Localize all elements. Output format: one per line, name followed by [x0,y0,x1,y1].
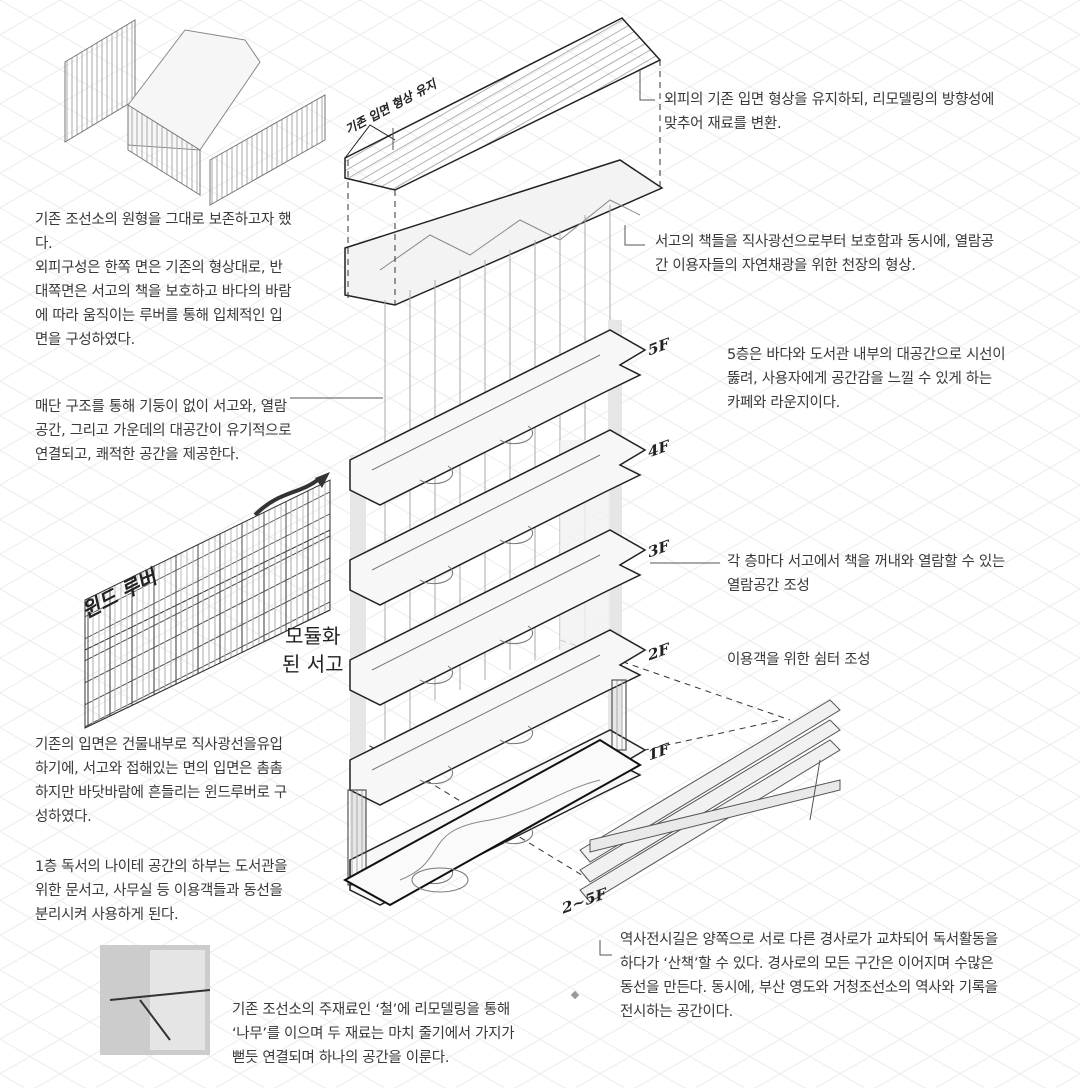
bookshelf-rail [371,554,601,685]
note-line: 뻗듯 연결되며 하나의 공간을 이룬다. [232,1050,450,1066]
note-line: 위한 문서고, 사무실 등 이용객들과 동선을 [35,883,283,899]
bookshelf-rail [371,354,601,485]
exploded-shed-thumbnail [64,19,326,206]
leader-lines [290,70,720,956]
note-line: 5층은 바다와 도서관 내부의 대공간으로 시선이 [727,347,1006,363]
wind-arrow-icon [253,476,322,517]
note-line: 대쪽면은 서고의 책을 보호하고 바다의 바람 [35,284,292,300]
note-line: ‘나무’를 이으며 두 재료는 마치 줄기에서 가지가 [232,1026,515,1042]
note-material: 기존 조선소의 주재료인 ‘철’에 리모델링을 통해 ‘나무’를 이으며 두 재료… [232,998,515,1070]
note-line: 외피구성은 한쪽 면은 기존의 형상대로, 반 [35,260,283,276]
roof-shell [344,17,662,191]
note-line: 각 층마다 서고에서 책을 꺼내와 열람할 수 있는 [727,554,1005,570]
note-line: 공간, 그리고 가운데의 대공간이 유기적으로 [35,423,292,439]
note-line: 맞추어 재료를 변환. [664,116,782,132]
note-line: 하지만 바닷바람에 흔들리는 윈드루버로 구 [35,785,287,801]
history-ramp [579,699,841,903]
note-line: 뚫려, 사용자에게 공간감을 느낄 수 있게 하는 [727,371,992,387]
bookshelf-rail [371,454,601,585]
note-shelter: 이용객을 위한 쉼터 조성 [727,648,871,672]
note-line: 1층 독서의 나이테 공간의 하부는 도서관을 [35,859,288,875]
ground-floor-plate [342,738,642,907]
floor-slab [349,429,647,606]
ceiling-skylight-plate [344,159,664,306]
note-line: 기존 조선소의 주재료인 ‘철’에 리모델링을 통해 [232,1002,510,1018]
modular-stack-label: 모듈화 된 서고 [282,622,344,678]
note-line: 하기에, 서고와 접해있는 면의 입면은 촘촘 [35,761,283,777]
note-line: 전시하는 공간이다. [620,1004,733,1020]
note-line: 매단 구조를 통해 기둥이 없이 서고와, 열람 [35,399,287,415]
note-line: 하다가 ‘산책’할 수 있다. 경사로의 모든 구간은 이어지며 수많은 [620,956,994,972]
floor-slab [349,329,647,506]
floor-slab [349,529,647,706]
modular-stack-line: 모듈화 [285,624,341,648]
note-line: 면을 구성하였다. [35,332,135,348]
note-line: 다. [35,236,53,252]
modular-stack-line: 된 서고 [282,652,344,676]
note-line: 성하였다. [35,809,92,825]
note-line: 에 따라 움직이는 루버를 통해 입체적인 입 [35,308,283,324]
note-line: 분리시켜 사용하게 된다. [35,907,179,923]
note-line: 연결되고, 쾌적한 공간을 제공한다. [35,447,240,463]
note-line: 열람공간 조성 [727,578,810,594]
masonry-pillar [611,679,627,751]
note-line: 기존 조선소의 원형을 그대로 보존하고자 했 [35,212,292,228]
note-line: 서고의 책들을 직사광선으로부터 보호함과 동시에, 열람공 [655,234,994,250]
note-line: 역사전시길은 양쪽으로 서로 다른 경사로가 교차되어 독서활동을 [620,932,998,948]
note-line: 간 이용자들의 자연채광을 위한 천장의 형상. [655,258,916,274]
note-line: 기존의 입면은 건물내부로 직사광선을유입 [35,737,283,753]
material-thumbnail [100,945,211,1055]
note-line: 카페와 라운지이다. [727,395,840,411]
note-line: 이용객을 위한 쉼터 조성 [727,652,871,668]
bookshelf-rail [371,654,601,785]
note-line: 동선을 만든다. 동시에, 부산 영도와 거청조선소의 역사와 기록을 [620,980,998,996]
wind-louver-panel [84,472,331,729]
note-line: 외피의 기존 입면 형상을 유지하되, 리모델링의 방향성에 [664,92,995,108]
